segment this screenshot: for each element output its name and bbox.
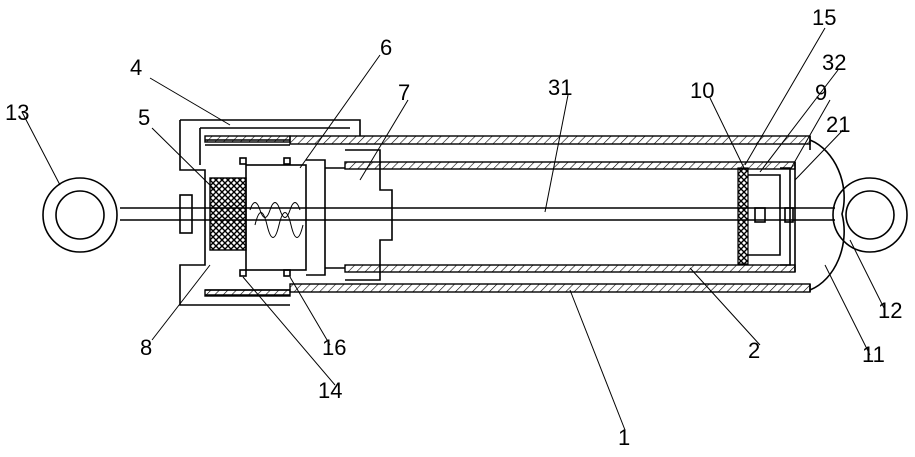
right-eyelet [832,177,908,253]
valve-assembly [209,157,345,277]
part-label-14: 15 [812,5,836,30]
leader-lines [21,27,886,431]
part-label-10: 10 [690,78,714,103]
part-label-8: 8 [140,335,152,360]
outer-cylinder [289,135,845,293]
part-label-4: 4 [130,55,142,80]
right-piston [737,167,794,266]
part-label-32: 32 [822,50,846,75]
part-label-5: 5 [138,105,150,130]
part-label-15: 16 [322,335,346,360]
left-eyelet [42,177,193,253]
piston [345,149,393,281]
left-housing [179,119,361,306]
part-label-11: 11 [862,342,885,367]
inner-cylinder [344,161,796,273]
rod [120,207,835,221]
part-label-16: 14 [318,378,342,403]
part-label-1: 1 [618,425,630,450]
part-label-21: 21 [826,112,850,137]
part-label-9: 9 [815,80,827,105]
part-label-7: 7 [398,80,410,105]
part-label-13: 13 [5,100,29,125]
part-label-6: 6 [380,35,392,60]
part-label-2: 2 [748,338,760,363]
part-label-31: 31 [548,75,572,100]
part-label-12: 12 [878,298,902,323]
